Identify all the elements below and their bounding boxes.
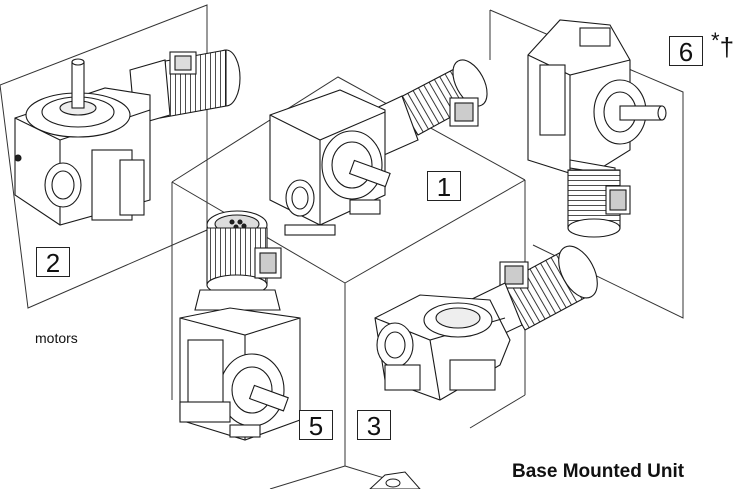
diagram-title: Base Mounted Unit bbox=[512, 461, 685, 482]
gearmotor-partial-bottom bbox=[369, 471, 421, 489]
gearmotor-position-6 bbox=[527, 19, 667, 238]
position-label-5: 5 bbox=[299, 410, 333, 441]
gearmotor-position-2 bbox=[14, 49, 241, 226]
position-label-1: 1 bbox=[427, 171, 461, 202]
dagger-mark: † bbox=[719, 32, 735, 62]
gearmotor-position-3 bbox=[374, 245, 598, 401]
asterisk-mark: * bbox=[711, 28, 720, 53]
gearmotor-position-1 bbox=[269, 59, 488, 236]
position-label-6: 6 bbox=[669, 36, 703, 67]
gearmotor-position-5 bbox=[179, 210, 301, 441]
position-label-3: 3 bbox=[357, 410, 391, 441]
position-6-marks: *† bbox=[711, 28, 735, 62]
position-label-2: 2 bbox=[36, 247, 70, 278]
motors-label: motors bbox=[35, 330, 78, 346]
